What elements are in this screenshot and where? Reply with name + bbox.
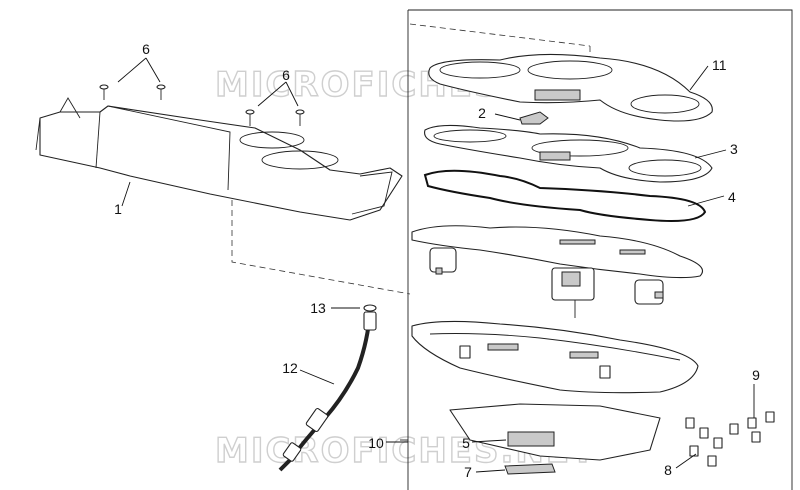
part-13-o-ring xyxy=(363,304,377,312)
callout-1: 1 xyxy=(114,201,122,217)
part-1-instrument-cover xyxy=(35,97,403,221)
socket-left xyxy=(429,247,457,275)
bulbs-set xyxy=(685,411,775,467)
callout-13: 13 xyxy=(310,300,326,316)
callout-8: 8 xyxy=(664,462,672,478)
callout-7: 7 xyxy=(464,464,472,480)
part-2-bracket xyxy=(519,111,549,125)
callout-6-left: 6 xyxy=(142,41,150,57)
leader-lines xyxy=(117,57,755,473)
callout-11: 11 xyxy=(712,57,727,73)
screw-4 xyxy=(295,109,305,126)
circuit-board xyxy=(411,225,704,279)
callout-10: 10 xyxy=(368,435,384,451)
callout-3: 3 xyxy=(730,141,738,157)
part-12-speedo-cable xyxy=(278,311,377,472)
callout-12: 12 xyxy=(282,360,298,376)
part-11-lens xyxy=(428,53,713,122)
callout-5: 5 xyxy=(462,435,470,451)
screw-1 xyxy=(99,84,109,100)
part-3-bezel xyxy=(424,124,713,183)
base-plate xyxy=(449,403,661,461)
stepper-motor xyxy=(551,267,595,318)
part-5-connector xyxy=(507,431,555,447)
part-7-strip xyxy=(504,463,556,475)
screw-3 xyxy=(245,109,255,126)
part-6-screws xyxy=(99,84,305,126)
screw-2 xyxy=(156,84,166,100)
rear-housing xyxy=(411,320,699,394)
part-4-gasket xyxy=(423,169,707,222)
socket-right xyxy=(634,279,664,305)
callout-9: 9 xyxy=(752,367,760,383)
callout-6-right: 6 xyxy=(282,67,290,83)
assembly-frame xyxy=(400,9,793,490)
callout-2: 2 xyxy=(478,105,486,121)
dashed-relation-lines xyxy=(231,23,591,295)
callout-4: 4 xyxy=(728,189,736,205)
